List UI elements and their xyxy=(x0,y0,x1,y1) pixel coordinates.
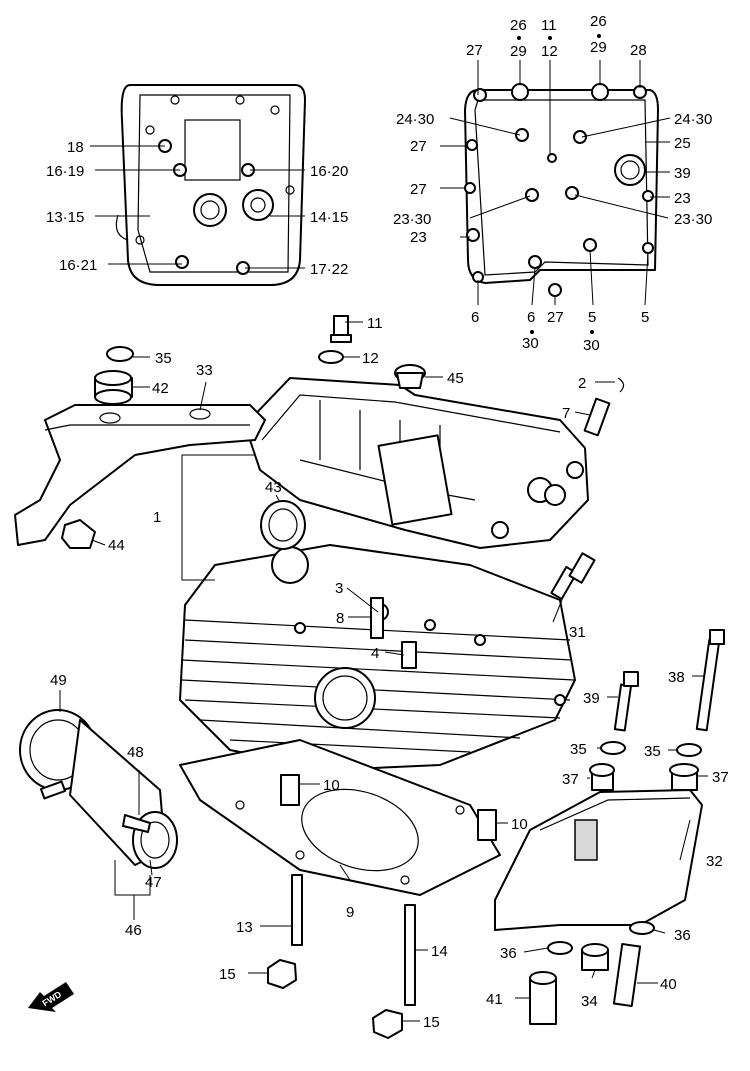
callout-36-left: 36 xyxy=(500,945,517,962)
callout-46: 46 xyxy=(125,922,142,939)
cylinder-head-top-view xyxy=(115,84,306,286)
callout-33: 33 xyxy=(196,362,213,379)
callout-8: 8 xyxy=(336,610,344,627)
callout-35-right: 35 xyxy=(644,743,661,760)
callout-17-22: 17·22 xyxy=(310,261,348,278)
callout-25: 25 xyxy=(674,135,691,152)
callout-48: 48 xyxy=(127,744,144,761)
cylinder-head xyxy=(179,544,576,771)
callout-37-left: 37 xyxy=(562,771,579,788)
callout-11: 11 xyxy=(367,315,383,332)
callout-44: 44 xyxy=(108,537,125,554)
callout-dot xyxy=(548,36,552,40)
callout-31: 31 xyxy=(569,624,586,641)
callout-16-20: 16·20 xyxy=(310,163,348,180)
callout-29-left: 29 xyxy=(510,43,527,60)
callout-18: 18 xyxy=(67,139,84,156)
callout-42: 42 xyxy=(152,380,169,397)
small-parts xyxy=(61,315,725,1039)
callout-11-top: 11 xyxy=(541,17,557,34)
callout-41: 41 xyxy=(486,991,503,1008)
callout-32: 32 xyxy=(706,853,723,870)
callout-labels: 18 16·19 13·15 16·21 16·20 14·15 17·22 2… xyxy=(46,13,729,1031)
head-cover xyxy=(244,377,589,549)
callout-38: 38 xyxy=(668,669,685,686)
cylinder-head-gasket xyxy=(179,739,501,896)
callout-dot xyxy=(597,34,601,38)
callout-23-30-right: 23·30 xyxy=(674,211,712,228)
callout-5-right: 5 xyxy=(641,309,649,326)
callout-13: 13 xyxy=(236,919,253,936)
callout-37-right: 37 xyxy=(712,769,729,786)
callout-1: 1 xyxy=(153,509,161,526)
callout-34: 34 xyxy=(581,993,598,1010)
callout-27-top: 27 xyxy=(466,42,483,59)
callout-6-mid: 6 xyxy=(527,309,535,326)
callout-30-right: 30 xyxy=(583,337,600,354)
callout-45: 45 xyxy=(447,370,464,387)
callout-27-bottom: 27 xyxy=(547,309,564,326)
callout-2: 2 xyxy=(578,375,586,392)
callout-dot xyxy=(530,330,534,334)
callout-39: 39 xyxy=(583,690,600,707)
leader-lines xyxy=(59,60,708,1022)
callout-6-left: 6 xyxy=(471,309,479,326)
callout-dot xyxy=(517,36,521,40)
callout-23-left: 23 xyxy=(410,229,427,246)
callout-26-right: 26 xyxy=(590,13,607,30)
intake-pipe xyxy=(19,709,178,869)
callout-14: 14 xyxy=(431,943,448,960)
callout-23-30-left: 23·30 xyxy=(393,211,431,228)
callout-13-15: 13·15 xyxy=(46,209,84,226)
callout-10-right: 10 xyxy=(511,816,528,833)
callout-16-21: 16·21 xyxy=(59,257,97,274)
callout-35-left: 35 xyxy=(155,350,172,367)
callout-4: 4 xyxy=(371,645,379,662)
callout-40: 40 xyxy=(660,976,677,993)
callout-43: 43 xyxy=(265,479,282,496)
callout-39-top: 39 xyxy=(674,165,691,182)
callout-26-left: 26 xyxy=(510,17,527,34)
callout-27-mid: 27 xyxy=(410,138,427,155)
callout-28: 28 xyxy=(630,42,647,59)
callout-24-30-left: 24·30 xyxy=(396,111,434,128)
callout-3: 3 xyxy=(335,580,343,597)
head-cover-bottom-view xyxy=(464,83,659,297)
callout-10-left: 10 xyxy=(323,777,340,794)
callout-35-mid: 35 xyxy=(570,741,587,758)
side-cover-32 xyxy=(494,789,703,931)
callout-23-right: 23 xyxy=(674,190,691,207)
callout-27-low: 27 xyxy=(410,181,427,198)
callout-16-19: 16·19 xyxy=(46,163,84,180)
callout-49: 49 xyxy=(50,672,67,689)
callout-9: 9 xyxy=(346,904,354,921)
callout-dot xyxy=(590,330,594,334)
fwd-arrow-icon: FWD xyxy=(28,982,74,1012)
callout-24-30-right: 24·30 xyxy=(674,111,712,128)
callout-29-right: 29 xyxy=(590,39,607,56)
callout-7: 7 xyxy=(562,405,570,422)
callout-36-right: 36 xyxy=(674,927,691,944)
callout-14-15: 14·15 xyxy=(310,209,348,226)
callout-15-left: 15 xyxy=(219,966,236,983)
callout-12: 12 xyxy=(362,350,379,367)
callout-15-right: 15 xyxy=(423,1014,440,1031)
callout-30-left: 30 xyxy=(522,335,539,352)
cover-33 xyxy=(14,404,266,546)
callout-12-top: 12 xyxy=(541,43,558,60)
callout-5-mid: 5 xyxy=(588,309,596,326)
callout-47: 47 xyxy=(145,874,162,891)
